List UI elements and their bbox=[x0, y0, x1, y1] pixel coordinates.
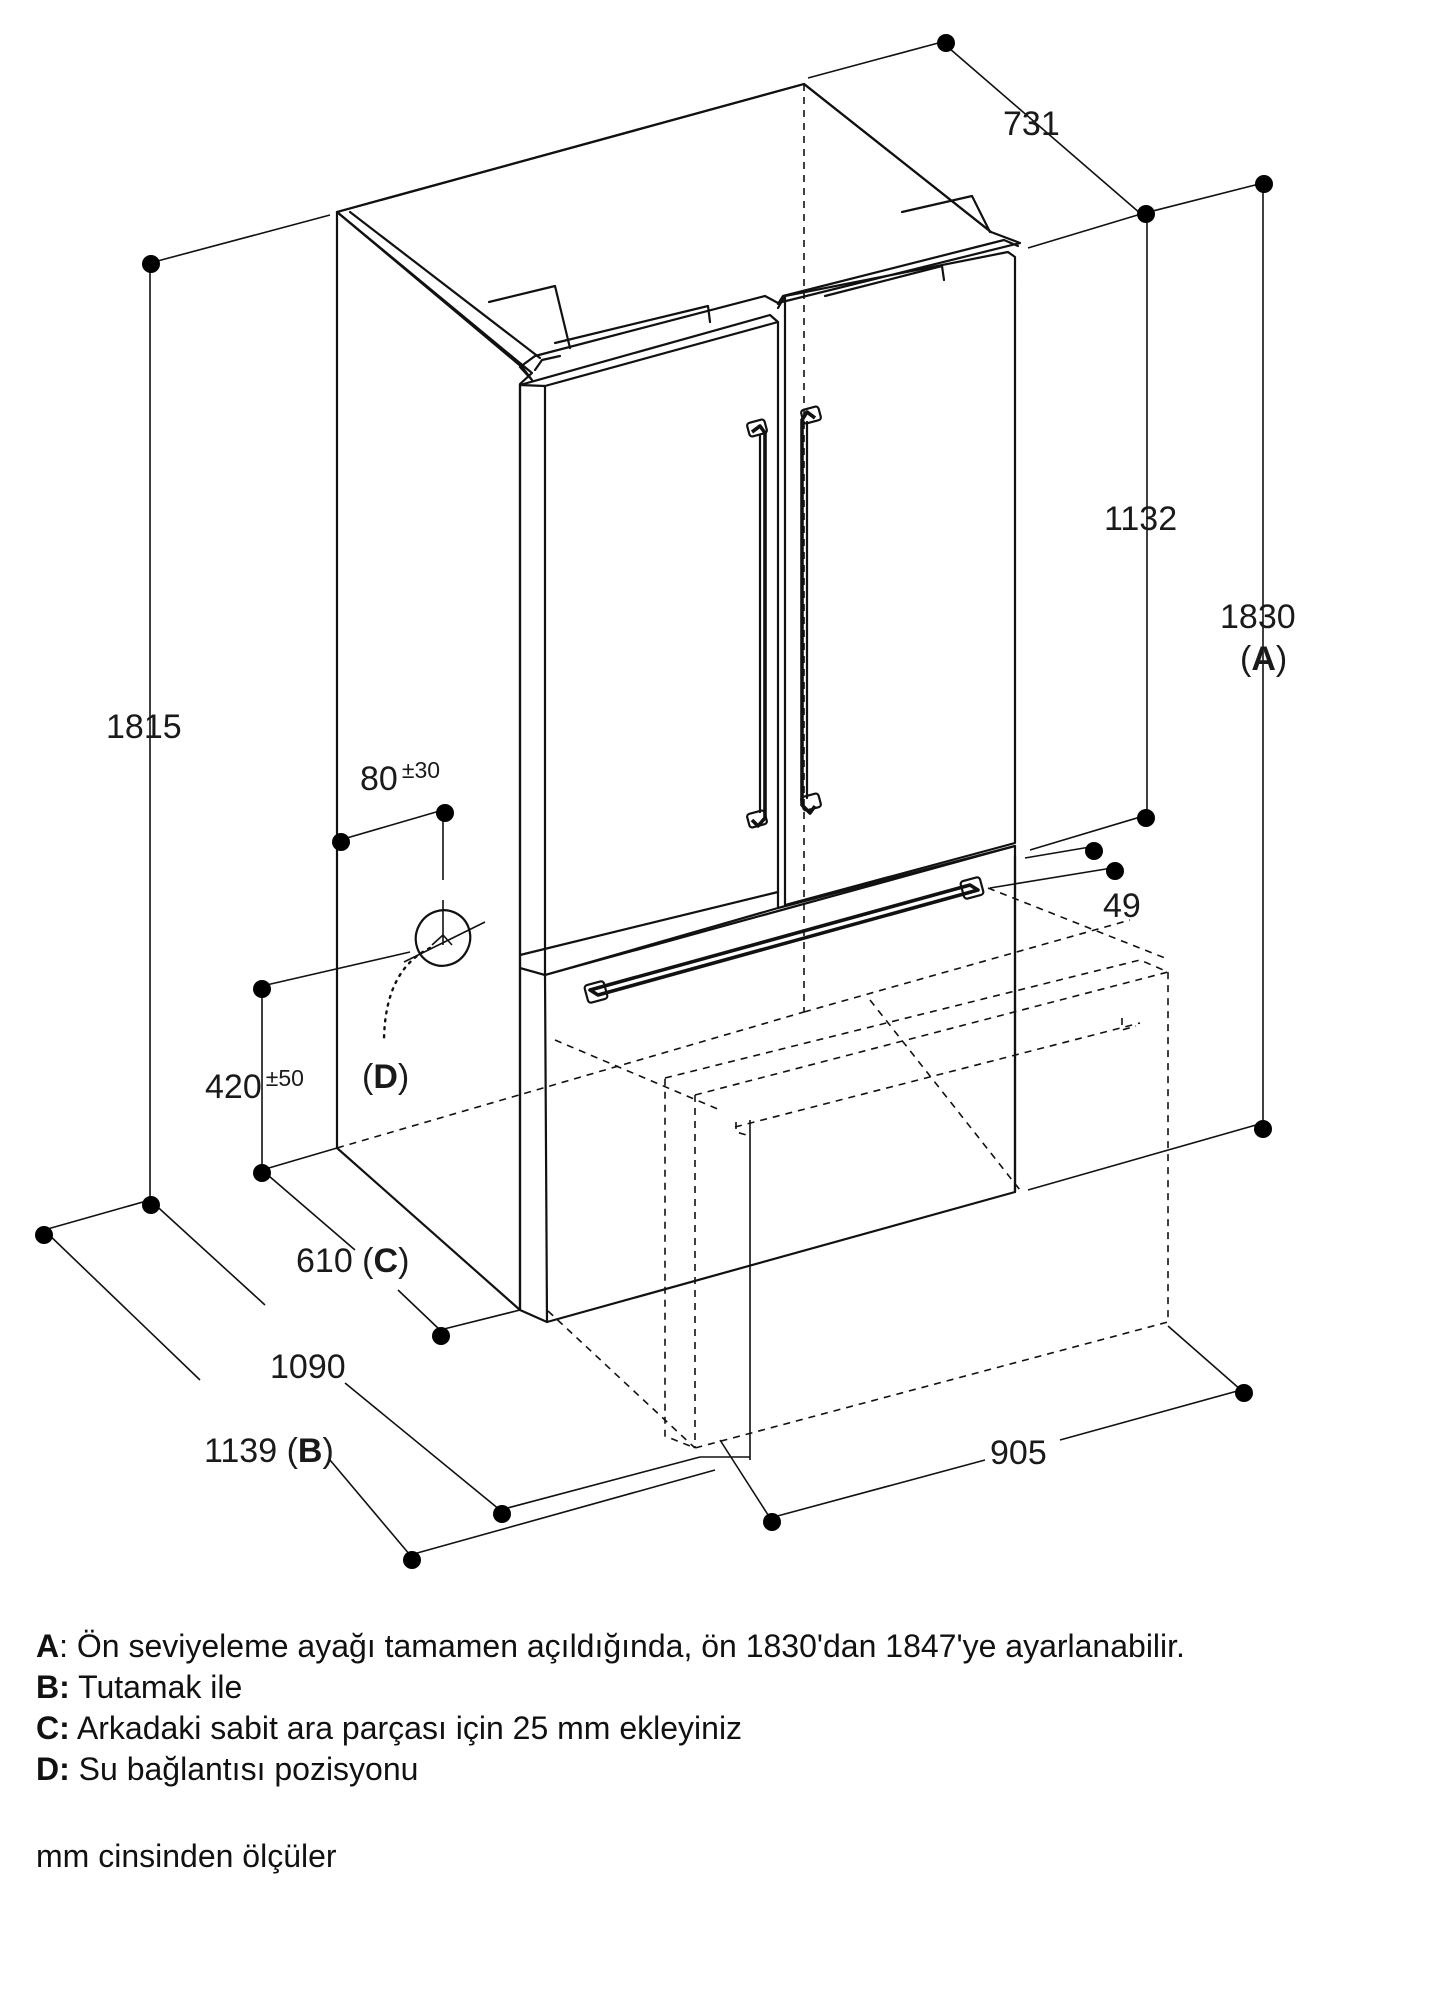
dim-1139: 1139 (B) bbox=[204, 1432, 334, 1470]
dim-point bbox=[763, 1513, 781, 1531]
dim-1132: 1132 bbox=[1104, 500, 1177, 538]
legend-key: C: bbox=[36, 1710, 70, 1746]
legend-row-a: A: Ön seviyeleme ayağı tamamen açıldığın… bbox=[36, 1626, 1416, 1667]
dimension-points bbox=[35, 34, 1273, 1569]
legend-sep: : bbox=[59, 1628, 68, 1664]
dim-1830: 1830 bbox=[1220, 598, 1296, 636]
dim-420-value: 420 bbox=[205, 1068, 262, 1106]
dimension-labels: 731 1132 1830 (A) 1815 80±30 49 420±50 (… bbox=[106, 105, 1296, 1472]
dim-point bbox=[1254, 1120, 1272, 1138]
dim-610-value: 610 bbox=[296, 1242, 353, 1280]
dim-49: 49 bbox=[1103, 887, 1141, 925]
dim-1139-value: 1139 bbox=[204, 1432, 277, 1470]
water-connection-symbol bbox=[382, 820, 486, 1042]
water-ref-d: (D) bbox=[362, 1058, 409, 1096]
dim-point bbox=[332, 833, 350, 851]
dim-point bbox=[142, 1196, 160, 1214]
dim-point bbox=[1137, 809, 1155, 827]
dimension-lines bbox=[43, 41, 1264, 1556]
dim-point bbox=[1255, 175, 1273, 193]
dim-point bbox=[142, 255, 160, 273]
note-a: A bbox=[1251, 640, 1276, 678]
dim-point bbox=[1085, 842, 1103, 860]
legend: A: Ön seviyeleme ayağı tamamen açıldığın… bbox=[36, 1626, 1416, 1790]
legend-text: Tutamak ile bbox=[69, 1669, 243, 1705]
refrigerator-cabinet bbox=[335, 82, 1022, 1324]
note-b: B bbox=[298, 1432, 323, 1470]
units-note: mm cinsinden ölçüler bbox=[36, 1838, 337, 1874]
note-c: C bbox=[374, 1242, 399, 1280]
legend-text: Arkadaki sabit ara parçası için 25 mm ek… bbox=[69, 1710, 743, 1746]
dim-80: 80±30 bbox=[360, 757, 440, 798]
dim-420: 420±50 bbox=[205, 1065, 304, 1106]
dim-point bbox=[436, 804, 454, 822]
refrigerator-dimension-drawing: 731 1132 1830 (A) 1815 80±30 49 420±50 (… bbox=[35, 34, 1296, 1569]
legend-key: D: bbox=[36, 1751, 70, 1787]
legend-row-b: B: Tutamak ile bbox=[36, 1667, 1416, 1708]
legend-row-d: D: Su bağlantısı pozisyonu bbox=[36, 1749, 1416, 1790]
dim-point bbox=[1137, 205, 1155, 223]
dim-610: 610 (C) bbox=[296, 1242, 409, 1280]
hidden-lines bbox=[336, 84, 1169, 1449]
dim-point bbox=[403, 1551, 421, 1569]
dim-1815: 1815 bbox=[106, 708, 182, 746]
dim-point bbox=[432, 1327, 450, 1345]
dim-905: 905 bbox=[990, 1434, 1047, 1472]
dim-point bbox=[1106, 862, 1124, 880]
legend-key: B: bbox=[36, 1669, 70, 1705]
dim-point bbox=[253, 980, 271, 998]
dim-point bbox=[35, 1226, 53, 1244]
dim-80-value: 80 bbox=[360, 760, 398, 798]
note-d: D bbox=[373, 1058, 398, 1096]
legend-key: A bbox=[36, 1628, 60, 1664]
legend-text: Ön seviyeleme ayağı tamamen açıldığında,… bbox=[68, 1628, 1185, 1664]
dim-point bbox=[1235, 1384, 1253, 1402]
dim-point bbox=[493, 1505, 511, 1523]
dim-420-tolerance: ±50 bbox=[266, 1065, 304, 1091]
dim-731: 731 bbox=[1003, 105, 1060, 143]
dim-1090: 1090 bbox=[270, 1348, 346, 1386]
dim-point bbox=[253, 1164, 271, 1182]
dim-point bbox=[937, 34, 955, 52]
legend-text: Su bağlantısı pozisyonu bbox=[69, 1751, 419, 1787]
legend-row-c: C: Arkadaki sabit ara parçası için 25 mm… bbox=[36, 1708, 1416, 1749]
dim-1830-note: (A) bbox=[1240, 640, 1287, 678]
dim-80-tolerance: ±30 bbox=[402, 757, 440, 783]
